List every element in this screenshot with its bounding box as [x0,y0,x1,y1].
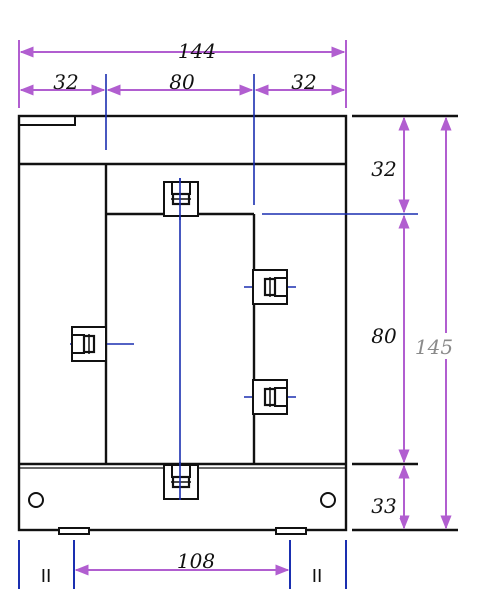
right-dimensions: 32 80 33 145 [352,114,458,532]
terminal-bottom [162,463,200,501]
bottom-dimensions: 108 II II [18,540,347,589]
dimension-label-top-middle: 80 [169,70,195,94]
terminal-left [70,325,108,363]
top-dimensions: 144 32 80 32 [18,39,347,108]
terminal-right-upper [251,268,289,306]
dimension-label-right-total: 145 [415,335,453,359]
foot-right [275,527,307,535]
dimension-label-right-middle: 80 [371,324,397,348]
mounting-hole-right [320,492,336,508]
dimension-label-bg-middle [368,322,400,348]
dimension-label-right-bottom: 33 [371,494,396,518]
outer-frame [17,114,348,532]
dimension-label-top-left: 32 [53,70,78,94]
terminal-right-lower [251,378,289,416]
dimension-label-bg-bottom [368,492,400,518]
dimension-label-top-right: 32 [291,70,316,94]
dimension-label-bg-total [412,333,456,359]
dimension-label-top-total: 144 [178,39,216,63]
dimension-label-right-top: 32 [371,157,396,181]
mounting-hole-left [28,492,44,508]
mark-left: II [41,566,52,587]
terminal-top [162,180,200,218]
foot-left [58,527,90,535]
top-tab [18,115,76,126]
dimension-label-bg-top [368,155,400,181]
mark-right: II [312,566,323,587]
dimension-label-bottom-span: 108 [177,549,215,573]
centerlines [70,74,418,500]
